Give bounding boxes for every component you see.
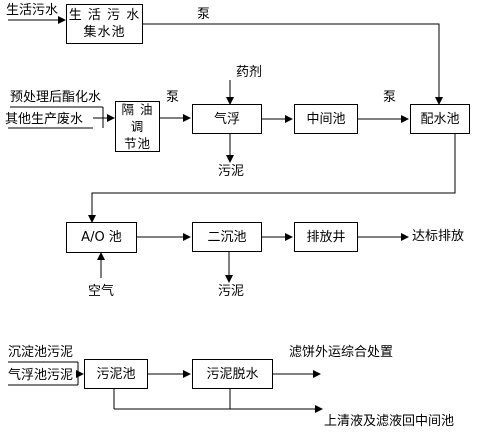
oil-separator-tank: 隔 油 调 节池 (115, 101, 160, 152)
domestic-sewage-label: 生活污水 (6, 3, 59, 18)
arrow-mixing-to-ao (88, 134, 456, 223)
cake-disposal-label: 滤饼外运综合处置 (289, 345, 394, 360)
sludge-dewatering-box: 污泥脱水 (192, 359, 273, 389)
pump-label-top: 泵 (197, 7, 211, 22)
sludge-tank-box: 污泥池 (84, 359, 148, 389)
settler-sludge-label: 污泥 (218, 284, 245, 299)
reagent-label: 药剂 (236, 65, 263, 80)
air-flotation-box: 气浮 (192, 104, 262, 134)
pretreated-water-label: 预处理后酯化水 (10, 90, 102, 105)
flotation-sludge-input-label: 气浮池污泥 (8, 368, 74, 383)
mixing-tank-box: 配水池 (410, 104, 470, 134)
sewage-collection-tank: 生 活 污 水 集水池 (66, 4, 143, 44)
pump-label-right: 泵 (383, 90, 397, 105)
ao-tank-box: A/O 池 (66, 222, 137, 253)
return-flow-label: 上清液及滤液回中间池 (324, 414, 455, 429)
arrow-sewage-tank-to-mixing (143, 23, 443, 105)
other-wastewater-label: 其他生产废水 (5, 112, 84, 127)
middle-tank-box: 中间池 (294, 104, 358, 134)
settler-sludge-input-label: 沉淀池污泥 (8, 345, 74, 360)
air-label: 空气 (88, 284, 115, 299)
outfall-box: 排放井 (294, 222, 358, 252)
discharge-label: 达标排放 (412, 229, 465, 244)
secondary-settler-box: 二沉池 (192, 222, 262, 252)
flotation-sludge-label: 污泥 (218, 164, 245, 179)
pump-label-left: 泵 (166, 90, 180, 105)
